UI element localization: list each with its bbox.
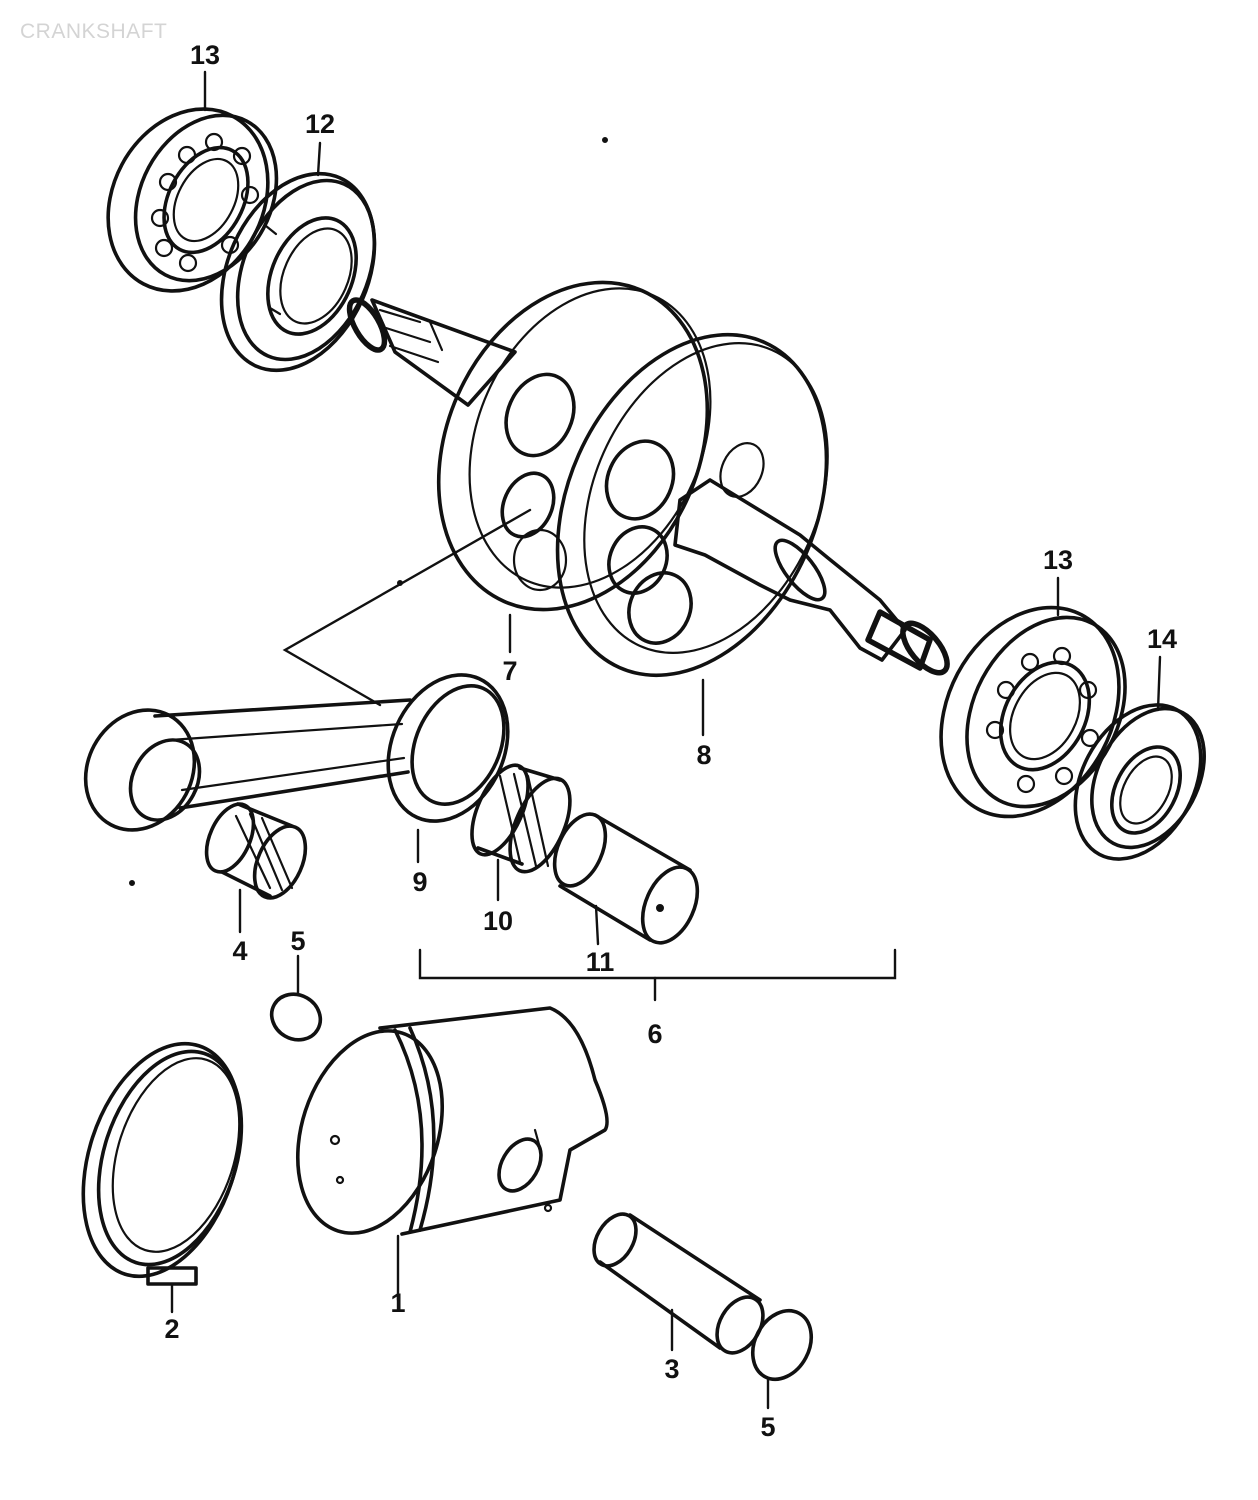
crank-web-left bbox=[436, 280, 712, 612]
callout-connecting-rod: 9 bbox=[412, 867, 427, 897]
piston-rings bbox=[81, 1041, 244, 1286]
crank-web-right bbox=[555, 332, 829, 678]
callout-piston-pin: 3 bbox=[664, 1354, 679, 1384]
circlip-top bbox=[269, 992, 323, 1042]
crank-pin bbox=[552, 812, 700, 945]
page-title: CRANKSHAFT bbox=[20, 20, 167, 43]
small-end-bearing bbox=[204, 802, 308, 900]
scan-speck bbox=[397, 580, 403, 586]
big-end-bearing bbox=[470, 763, 572, 874]
bearing-top-left bbox=[106, 107, 279, 293]
callout-bearing-top-outer: 13 bbox=[190, 40, 220, 70]
crankshaft-right-shaft bbox=[673, 478, 950, 676]
callout-crank-assy: 6 bbox=[647, 1019, 662, 1049]
crankshaft-left-shaft bbox=[346, 297, 517, 407]
bearing-right bbox=[939, 605, 1127, 819]
crank-assembly-bracket bbox=[418, 948, 897, 980]
piston bbox=[295, 1006, 609, 1236]
callout-small-end-bearing: 4 bbox=[232, 936, 247, 966]
leader-lines bbox=[170, 70, 1162, 1410]
callout-big-end-bearing: 10 bbox=[483, 906, 513, 936]
piston-pin bbox=[592, 1212, 765, 1355]
circlip-bottom bbox=[750, 1308, 814, 1382]
callout-piston-rings: 2 bbox=[164, 1314, 179, 1344]
callout-oil-seal: 14 bbox=[1147, 624, 1177, 654]
callout-labels: 13 12 13 14 7 8 9 10 11 6 4 5 2 1 3 5 bbox=[164, 40, 1177, 1442]
connecting-rod bbox=[83, 673, 510, 832]
scan-speck bbox=[129, 880, 135, 886]
callout-crank-web-left: 7 bbox=[502, 656, 517, 686]
callout-circlip-bottom: 5 bbox=[760, 1412, 775, 1442]
scan-speck bbox=[602, 137, 608, 143]
callout-crank-web-right: 8 bbox=[696, 740, 711, 770]
callout-piston: 1 bbox=[390, 1288, 405, 1318]
bearing-top-inner bbox=[219, 171, 377, 373]
callout-crank-pin: 11 bbox=[586, 947, 615, 977]
oil-seal bbox=[1073, 703, 1206, 861]
assembly-bracket-upper bbox=[282, 508, 532, 707]
callout-bearing-right-outer: 13 bbox=[1043, 545, 1073, 575]
callout-circlip-top: 5 bbox=[290, 926, 305, 956]
callout-bearing-top-inner: 12 bbox=[305, 109, 335, 139]
